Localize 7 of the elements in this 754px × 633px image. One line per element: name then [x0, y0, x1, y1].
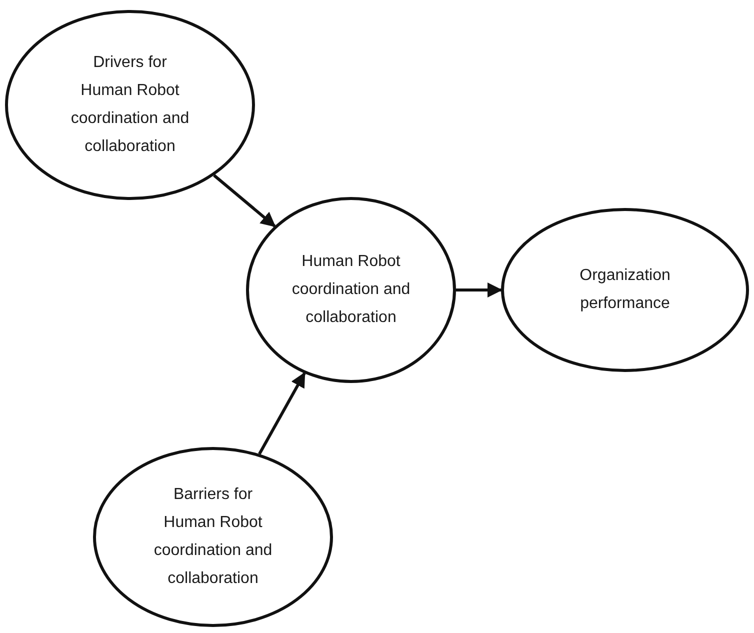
node-label: Organization performance: [578, 266, 672, 314]
arrow: [456, 282, 502, 298]
node-label: Drivers for Human Robot coordination and collaboration: [70, 53, 190, 157]
node-label: Human Robot coordination and collaboration: [290, 252, 412, 328]
arrow: [258, 372, 306, 455]
arrow: [213, 174, 276, 228]
node-label: Barriers for Human Robot coordination and collaboration: [152, 485, 274, 589]
